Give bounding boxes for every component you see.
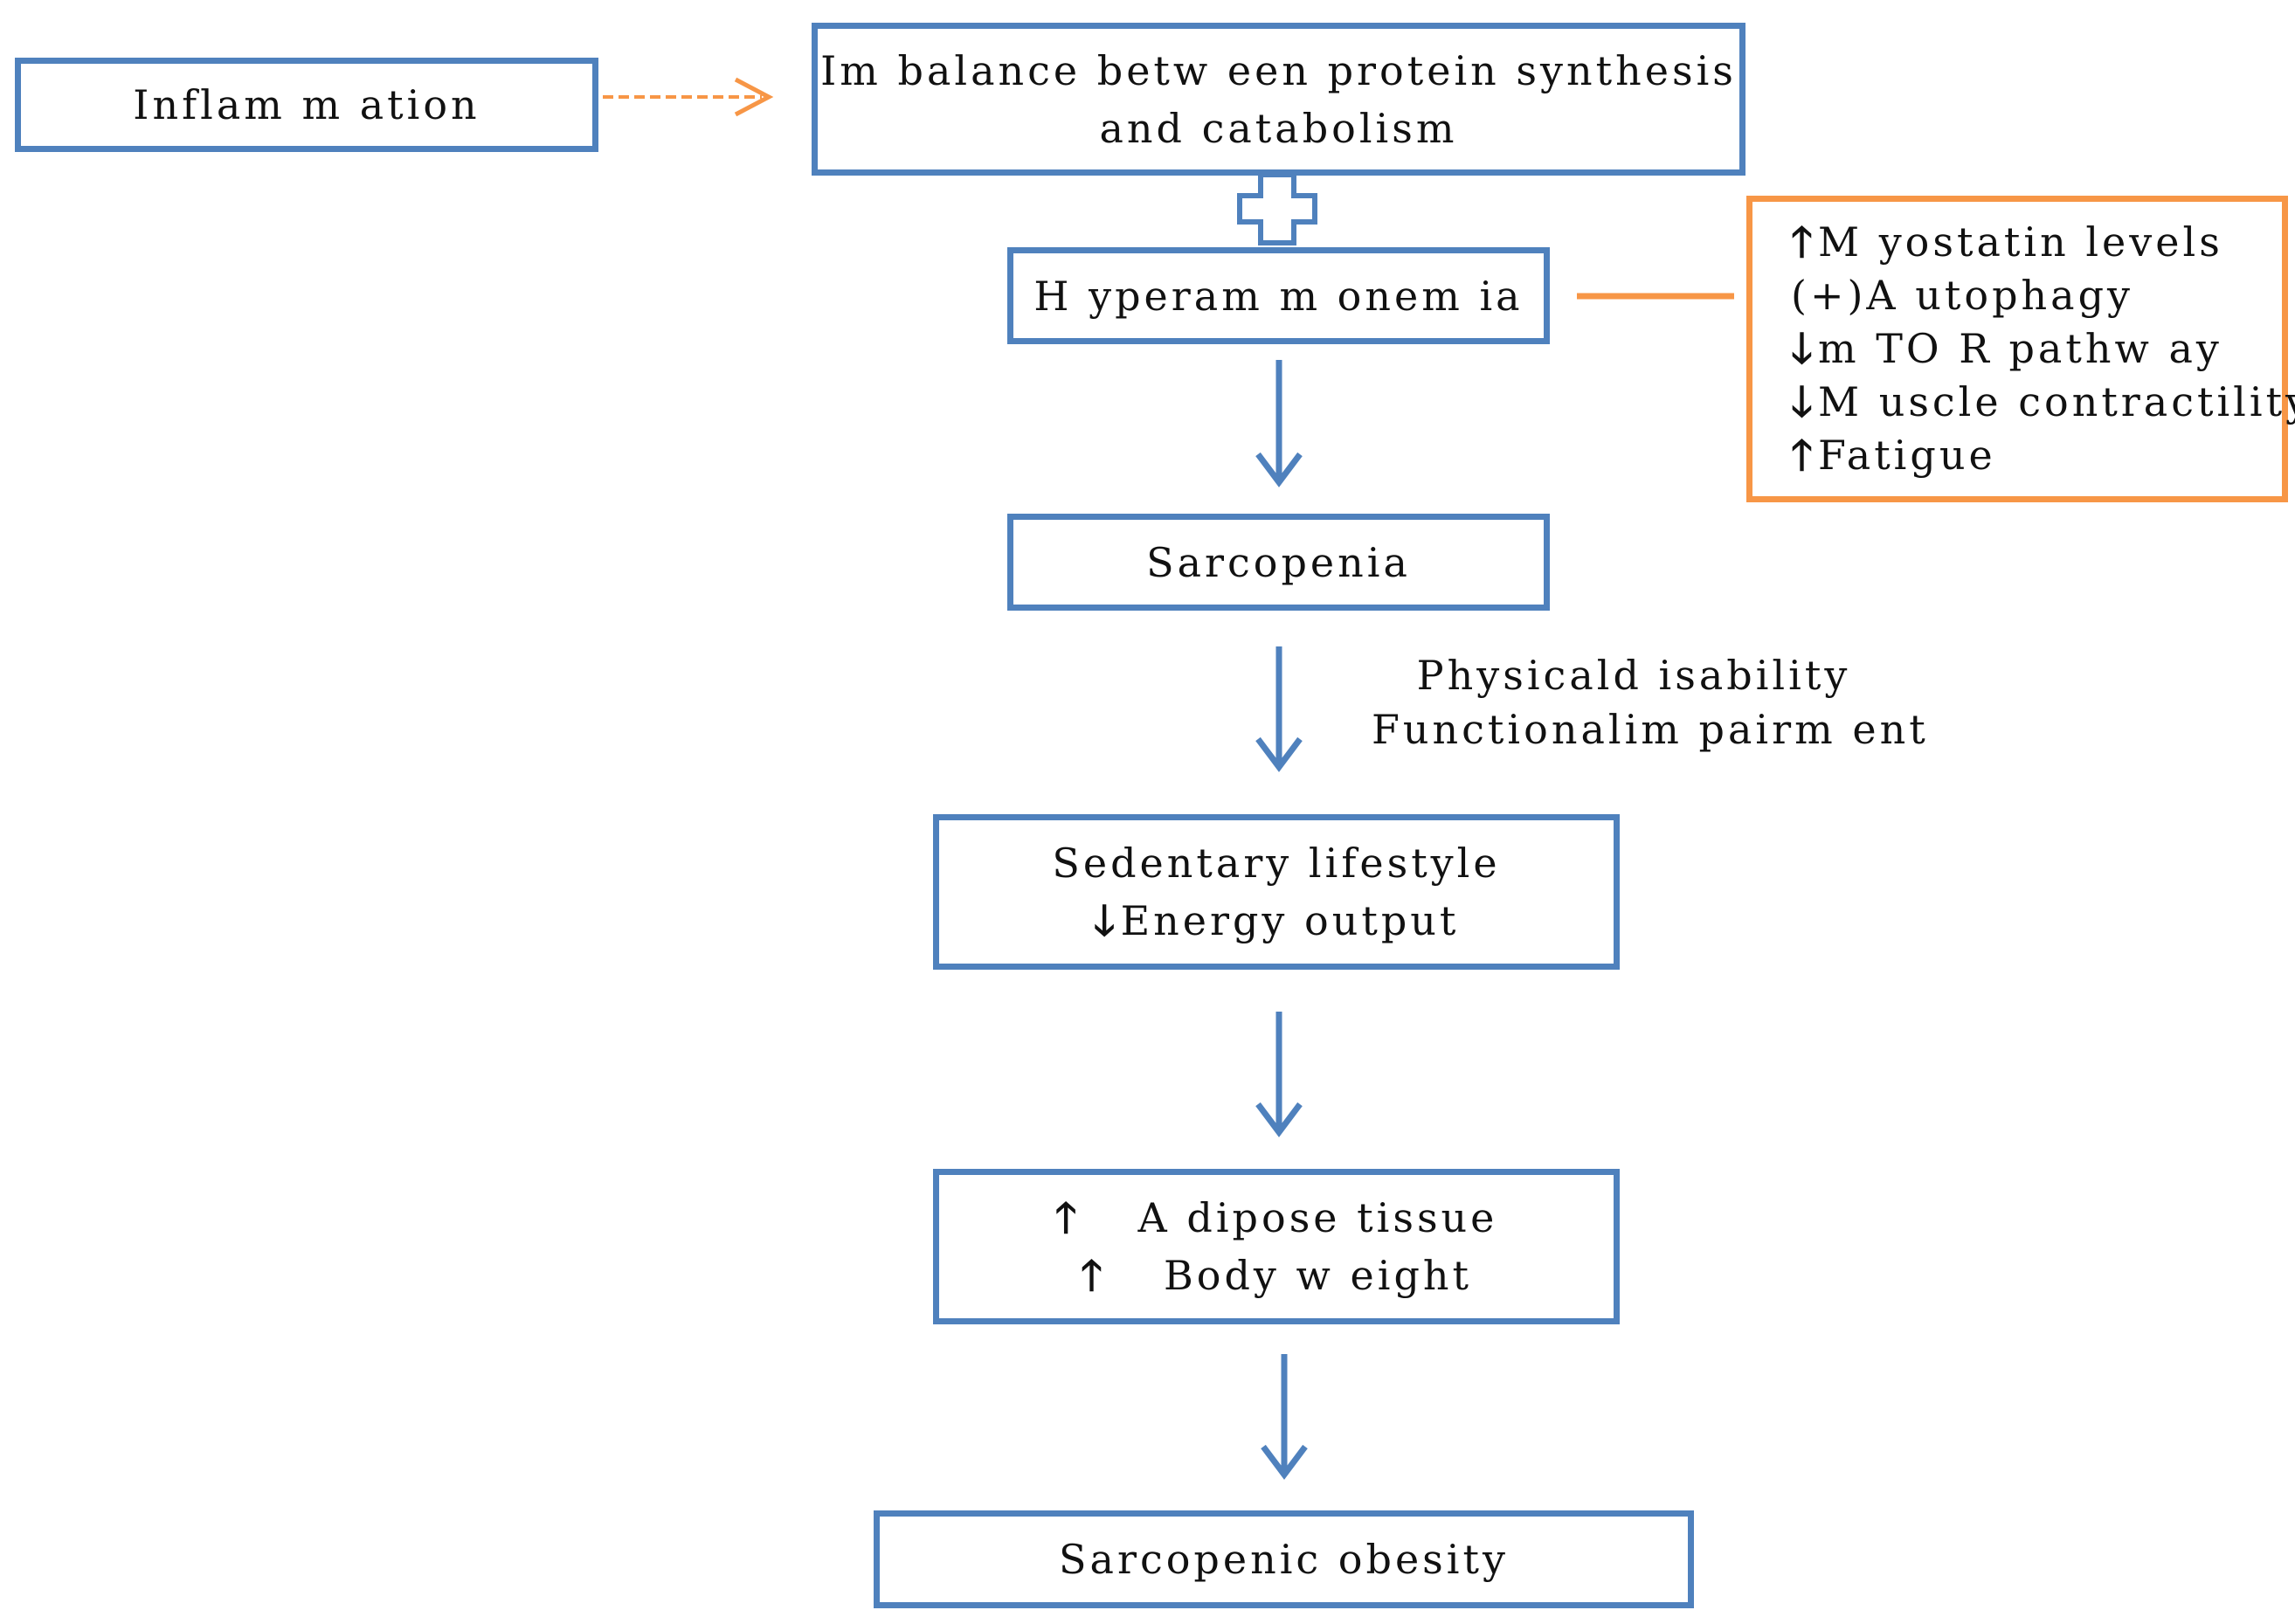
effect-label: M yostatin levels <box>1817 218 2223 266</box>
arrow-hyperammonemia-to-sarcopenia <box>1255 360 1303 487</box>
effects-box: 🡑 M yostatin levels (+)A utophagy 🡓 m TO… <box>1746 196 2295 502</box>
arrow-down-icon: 🡓 <box>1791 324 1813 373</box>
consequence-line-2: Functionalim pairm ent <box>1372 706 1929 753</box>
sedentary-line-2: 🡓 Energy output <box>1094 892 1460 950</box>
arrow-up-icon: 🡑 <box>1791 431 1813 480</box>
adipose-line-2: 🡑 Body w eight <box>1081 1247 1472 1304</box>
dashed-arrow-inflammation-to-imbalance <box>603 77 774 117</box>
arrow-down-icon: 🡓 <box>1791 377 1813 426</box>
effect-item: 🡑 Fatigue <box>1791 429 1996 482</box>
inflammation-box: Inflam m ation <box>15 58 598 152</box>
effect-item: 🡓 m TO R pathw ay <box>1791 322 2222 376</box>
arrow-sarcopenia-to-sedentary <box>1255 646 1303 772</box>
arrow-down-icon: 🡓 <box>1093 896 1116 945</box>
effect-item: (+)A utophagy <box>1791 269 2133 322</box>
consequences-text: Physicald isability Functionalim pairm e… <box>1372 648 1929 757</box>
effect-label: Fatigue <box>1817 432 1996 479</box>
arrow-up-icon: 🡑 <box>1054 1193 1077 1242</box>
arrow-adipose-to-sarcopenic-obesity <box>1261 1354 1308 1480</box>
sarcopenia-label: Sarcopenia <box>1146 538 1411 586</box>
effect-item: 🡓 M uscle contractility <box>1791 376 2295 429</box>
plus-connector <box>1237 172 1317 245</box>
sarcopenia-box: Sarcopenia <box>1007 514 1550 611</box>
inflammation-label: Inflam m ation <box>133 81 480 128</box>
consequence-line-1: Physicald isability <box>1416 652 1851 699</box>
adipose-line-2-label: Body w eight <box>1163 1252 1472 1299</box>
imbalance-line-2: and catabolism <box>1099 104 1458 152</box>
adipose-line-1-label: A dipose tissue <box>1137 1194 1498 1241</box>
arrow-sedentary-to-adipose <box>1255 1012 1303 1137</box>
hyperammonemia-label: H yperam m onem ia <box>1033 272 1524 320</box>
sedentary-line-1: Sedentary lifestyle <box>1052 840 1501 887</box>
imbalance-line-1: Im balance betw een protein synthesis <box>820 46 1737 94</box>
hyperammonemia-box: H yperam m onem ia <box>1007 247 1550 344</box>
arrow-up-icon: 🡑 <box>1791 218 1813 266</box>
sarcopenic-obesity-box: Sarcopenic obesity <box>874 1510 1694 1608</box>
adipose-line-1: 🡑 A dipose tissue <box>1055 1189 1498 1247</box>
effect-label: M uscle contractility <box>1817 378 2295 425</box>
effect-label: (+)A utophagy <box>1791 272 2134 319</box>
sedentary-line-2-label: Energy output <box>1120 897 1460 944</box>
arrow-up-icon: 🡑 <box>1080 1251 1103 1300</box>
sarcopenic-obesity-label: Sarcopenic obesity <box>1059 1536 1509 1583</box>
adipose-box: 🡑 A dipose tissue 🡑 Body w eight <box>933 1169 1620 1324</box>
imbalance-box: Im balance betw een protein synthesis an… <box>812 23 1745 176</box>
effect-label: m TO R pathw ay <box>1817 325 2222 372</box>
effect-item: 🡑 M yostatin levels <box>1791 216 2223 269</box>
sedentary-box: Sedentary lifestyle 🡓 Energy output <box>933 814 1620 970</box>
